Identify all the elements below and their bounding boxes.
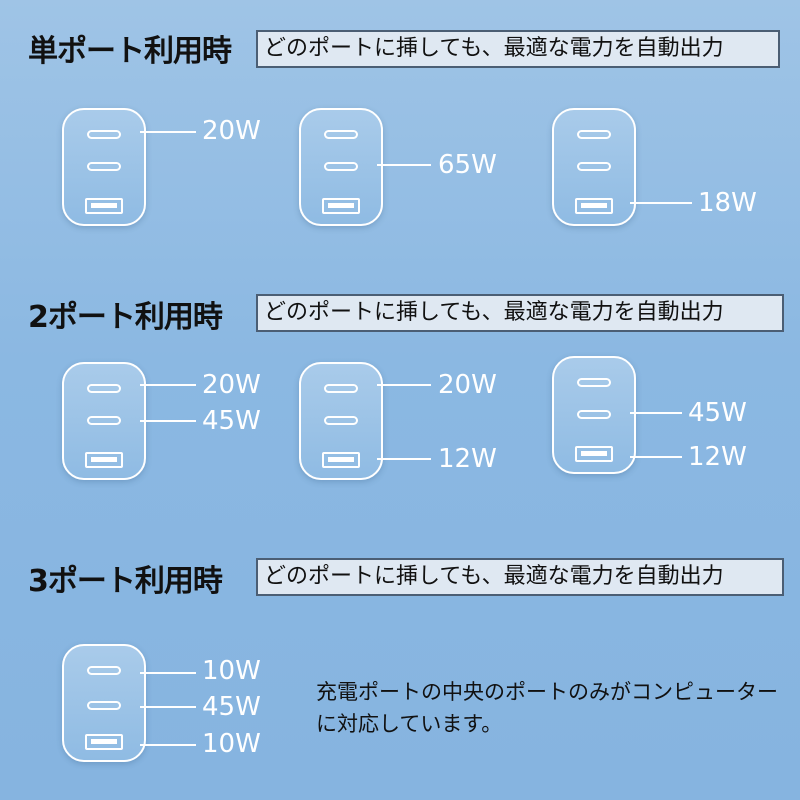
- usb-a-port-icon: [322, 452, 360, 468]
- watt-label: 18W: [698, 188, 757, 218]
- section-2-heading: 2ポート利用時: [28, 300, 223, 335]
- usb-a-port-icon: [575, 198, 613, 214]
- usb-c-port-icon: [577, 410, 611, 419]
- charger-icon: [552, 356, 636, 474]
- section-3-banner: どのポートに挿しても、最適な電力を自動出力: [256, 558, 784, 596]
- watt-label: 45W: [202, 692, 261, 722]
- usb-a-port-icon: [85, 452, 123, 468]
- usb-a-port-icon: [322, 198, 360, 214]
- charger-icon: [299, 108, 383, 226]
- watt-label: 65W: [438, 150, 497, 180]
- charger-icon: [552, 108, 636, 226]
- compatibility-note: 充電ポートの中央のポートのみがコンピューターに対応しています。: [316, 680, 778, 736]
- connector-line: [377, 458, 431, 460]
- watt-label: 45W: [202, 406, 261, 436]
- section-2-banner: どのポートに挿しても、最適な電力を自動出力: [256, 294, 784, 332]
- section-1-banner: どのポートに挿しても、最適な電力を自動出力: [256, 30, 780, 68]
- connector-line: [140, 384, 196, 386]
- connector-line: [630, 456, 682, 458]
- usb-c-port-icon: [87, 416, 121, 425]
- watt-label: 20W: [202, 116, 261, 146]
- usb-c-port-icon: [324, 130, 358, 139]
- usb-c-port-icon: [87, 666, 121, 675]
- usb-c-port-icon: [87, 701, 121, 710]
- charger-icon: [62, 644, 146, 762]
- connector-line: [140, 744, 196, 746]
- usb-a-port-icon: [575, 446, 613, 462]
- section-1-heading: 単ポート利用時: [28, 34, 232, 69]
- usb-c-port-icon: [577, 162, 611, 171]
- watt-label: 10W: [202, 729, 261, 759]
- charger-icon: [62, 108, 146, 226]
- connector-line: [140, 672, 196, 674]
- usb-c-port-icon: [87, 384, 121, 393]
- connector-line: [140, 706, 196, 708]
- connector-line: [140, 420, 196, 422]
- connector-line: [630, 412, 682, 414]
- connector-line: [377, 384, 431, 386]
- connector-line: [630, 202, 692, 204]
- section-3-heading: 3ポート利用時: [28, 564, 223, 599]
- watt-label: 45W: [688, 398, 747, 428]
- usb-c-port-icon: [324, 416, 358, 425]
- usb-c-port-icon: [324, 384, 358, 393]
- usb-a-port-icon: [85, 198, 123, 214]
- usb-c-port-icon: [577, 130, 611, 139]
- watt-label: 10W: [202, 656, 261, 686]
- usb-c-port-icon: [324, 162, 358, 171]
- connector-line: [377, 164, 431, 166]
- charger-icon: [62, 362, 146, 480]
- usb-c-port-icon: [577, 378, 611, 387]
- usb-a-port-icon: [85, 734, 123, 750]
- watt-label: 12W: [438, 444, 497, 474]
- connector-line: [140, 131, 196, 133]
- watt-label: 20W: [202, 370, 261, 400]
- usb-c-port-icon: [87, 130, 121, 139]
- usb-c-port-icon: [87, 162, 121, 171]
- watt-label: 12W: [688, 442, 747, 472]
- charger-icon: [299, 362, 383, 480]
- watt-label: 20W: [438, 370, 497, 400]
